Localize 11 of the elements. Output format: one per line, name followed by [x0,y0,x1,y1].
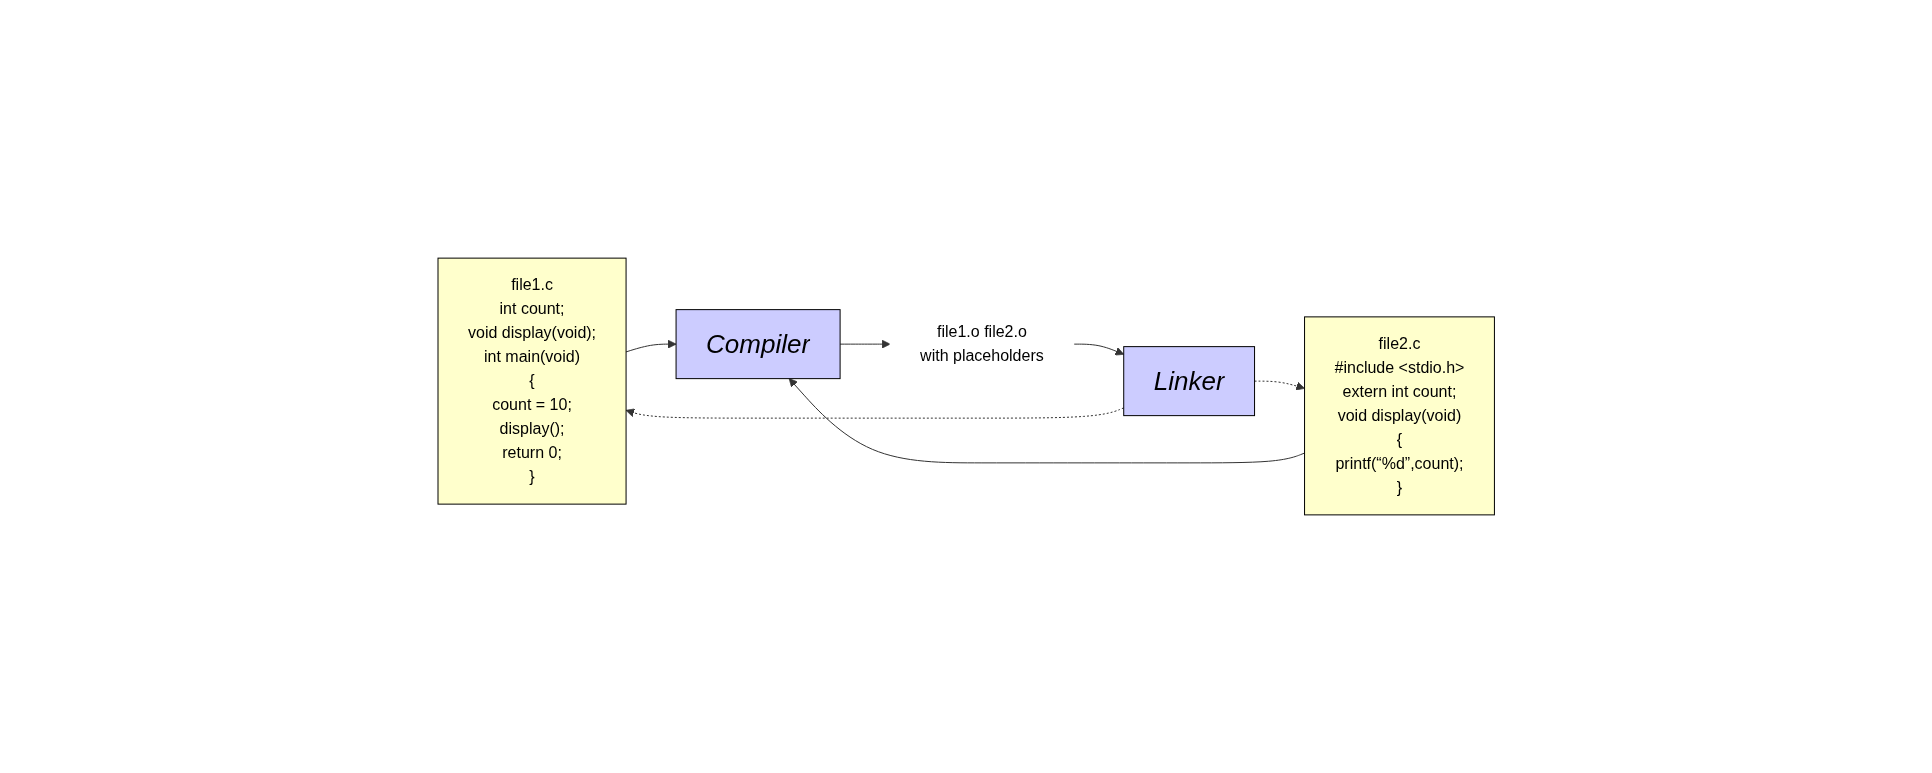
node-box: Compiler [675,309,841,380]
arrow [625,407,1124,419]
arrow [1073,343,1124,356]
node-box: file2.c #include <stdio.h> extern int count; void display(void) { printf(“%d”,count); } [1303,316,1495,516]
arrow [788,378,1305,464]
node-box: Linker [1123,346,1255,417]
node-box: file1.c int count; void display(void); int main(void) { count = 10; display(); return 0; } [437,257,627,505]
arrow [1253,380,1305,391]
arrow [625,339,677,353]
node-text: file1.o file2.o with placeholders [919,323,1044,365]
arrow [839,339,891,349]
